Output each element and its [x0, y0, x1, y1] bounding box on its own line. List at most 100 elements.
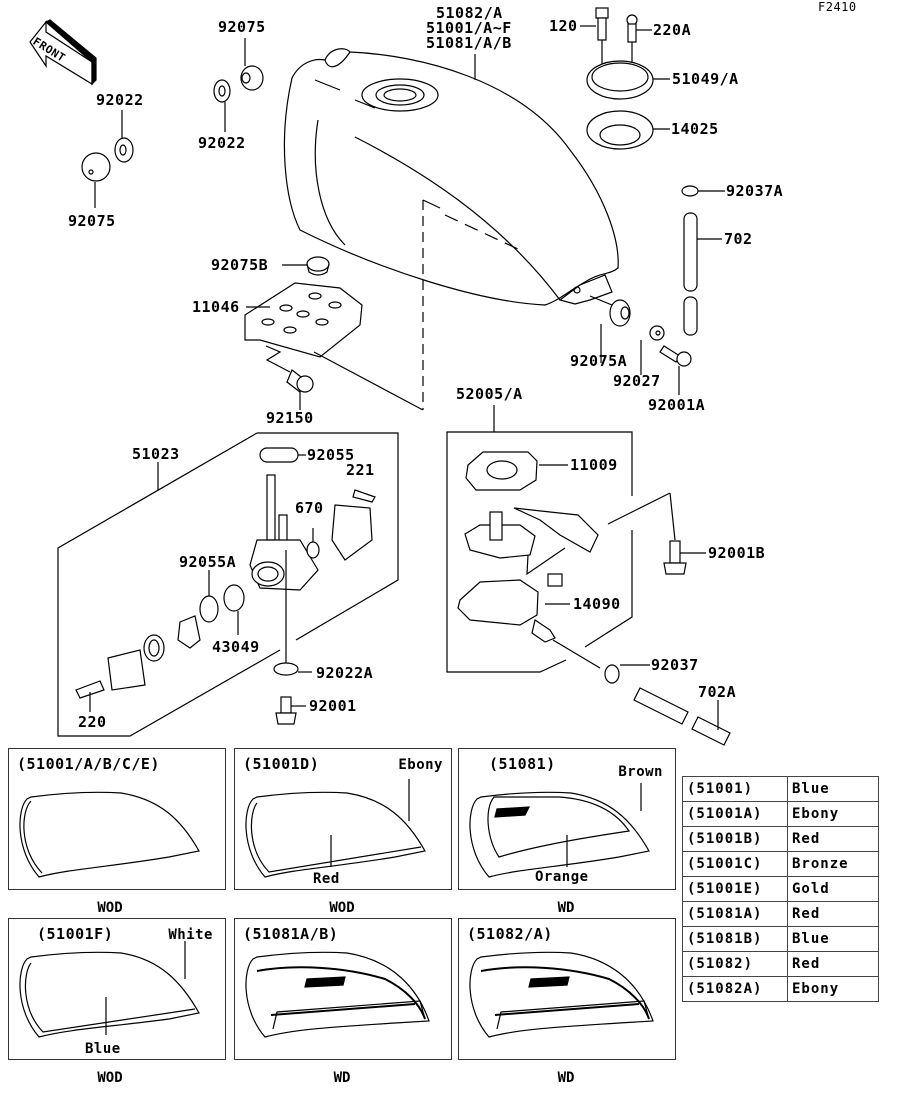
color-cell: Blue: [787, 776, 879, 802]
label-92022-left: 92022: [96, 91, 144, 109]
color-cell: Red: [787, 951, 879, 977]
variant-panel-5: (51081A/B): [234, 918, 452, 1060]
part-cell: (51082A): [682, 976, 788, 1002]
label-670: 670: [295, 499, 324, 517]
table-row: (51081A)Red: [682, 901, 879, 927]
label-11046: 11046: [192, 298, 240, 316]
label-92055A: 92055A: [179, 553, 237, 571]
table-row: (51001E)Gold: [682, 876, 879, 902]
washer-92022-top: [213, 79, 231, 132]
clip-92037A: [681, 185, 725, 197]
label-702: 702: [724, 230, 753, 248]
tank-part-number-1: 51082/A: [436, 4, 503, 22]
label-14025: 14025: [671, 120, 719, 138]
color-cell: Ebony: [787, 976, 879, 1002]
label-14090: 14090: [573, 595, 621, 613]
fuel-cock-assembly-51023: [57, 432, 399, 737]
hose-702A: [633, 687, 731, 746]
label-52005A: 52005/A: [456, 385, 523, 403]
label-220A: 220A: [653, 21, 692, 39]
table-row: (51001B)Red: [682, 826, 879, 852]
cap-92075B: [282, 256, 330, 276]
label-92075A: 92075A: [570, 352, 628, 370]
label-51049A: 51049/A: [672, 70, 739, 88]
variant-code: WOD: [97, 1070, 123, 1086]
variant-panel-3: (51081) Brown Orange: [458, 748, 676, 890]
variant-title: (51081): [489, 755, 556, 773]
callout-white: White: [168, 927, 213, 943]
variant-code: WOD: [97, 900, 123, 916]
tank-outline-icon: [19, 941, 200, 1038]
tank-outline-icon: [245, 779, 426, 878]
variant-panel-1: (51001/A/B/C/E): [8, 748, 226, 890]
variant-title: (51081A/B): [243, 925, 339, 943]
label-11009: 11009: [570, 456, 618, 474]
tank-graphic-icon: [469, 783, 650, 878]
cap-51049A: [586, 60, 670, 100]
table-row: (51001A)Ebony: [682, 801, 879, 827]
front-arrow-icon: [29, 19, 97, 86]
color-cell: Bronze: [787, 851, 879, 877]
label-43049: 43049: [212, 638, 260, 656]
hose-702: [683, 212, 722, 336]
tank-part-number-3: 51081/A/B: [426, 34, 512, 52]
label-51023: 51023: [132, 445, 180, 463]
spacer-92075-top: [240, 38, 264, 91]
spacer-92075-left: [81, 152, 111, 208]
callout-orange: Orange: [535, 869, 589, 885]
variant-title: (51001D): [243, 755, 320, 773]
label-221: 221: [346, 461, 375, 479]
variant-code: WOD: [329, 900, 355, 916]
gauge-assembly-52005A: [446, 405, 676, 673]
variant-panel-2: (51001D) Ebony Red: [234, 748, 452, 890]
variant-title: (51082/A): [467, 925, 553, 943]
color-cell: Red: [787, 826, 879, 852]
variant-title: (51001F): [37, 925, 114, 943]
part-cell: (51081B): [682, 926, 788, 952]
label-220: 220: [78, 713, 107, 731]
screw-220A: [626, 14, 652, 72]
part-cell: (51081A): [682, 901, 788, 927]
fuel-tank: [283, 48, 619, 410]
part-cell: (51001A): [682, 801, 788, 827]
table-row: (51082)Red: [682, 951, 879, 977]
label-92001A: 92001A: [648, 396, 706, 414]
label-92001: 92001: [309, 697, 357, 715]
variant-panel-4: (51001F) White Blue: [8, 918, 226, 1060]
part-cell: (51001E): [682, 876, 788, 902]
label-92055: 92055: [307, 446, 355, 464]
table-row: (51001C)Bronze: [682, 851, 879, 877]
grommet-92075A: [589, 295, 631, 363]
label-92027: 92027: [613, 372, 661, 390]
callout-red: Red: [313, 871, 340, 887]
label-92022A: 92022A: [316, 664, 374, 682]
part-cell: (51001): [682, 776, 788, 802]
label-92037: 92037: [651, 656, 699, 674]
label-92075B: 92075B: [211, 256, 269, 274]
washer-92027: [640, 325, 665, 375]
label-92001B: 92001B: [708, 544, 766, 562]
table-row: (51081B)Blue: [682, 926, 879, 952]
variant-code: WD: [333, 1070, 351, 1086]
color-table: (51001)Blue (51001A)Ebony (51001B)Red (5…: [682, 776, 879, 1002]
label-120: 120: [549, 17, 578, 35]
color-cell: Blue: [787, 926, 879, 952]
label-92075-top: 92075: [218, 18, 266, 36]
callout-blue: Blue: [85, 1041, 121, 1057]
washer-92022-left: [114, 110, 134, 163]
callout-ebony: Ebony: [398, 757, 443, 773]
bolt-120: [580, 7, 609, 68]
bolt-92150: [286, 369, 314, 410]
variant-panel-6: (51082/A): [458, 918, 676, 1060]
part-cell: (51082): [682, 951, 788, 977]
tank-graphic-icon: [469, 951, 654, 1038]
color-cell: Ebony: [787, 801, 879, 827]
bracket-11046: [244, 282, 424, 411]
variant-code: WD: [557, 1070, 575, 1086]
color-cell: Gold: [787, 876, 879, 902]
bolt-92001B: [663, 540, 706, 575]
tank-graphic-icon: [245, 951, 430, 1038]
label-92075-left: 92075: [68, 212, 116, 230]
variant-title: (51001/A/B/C/E): [17, 755, 160, 773]
